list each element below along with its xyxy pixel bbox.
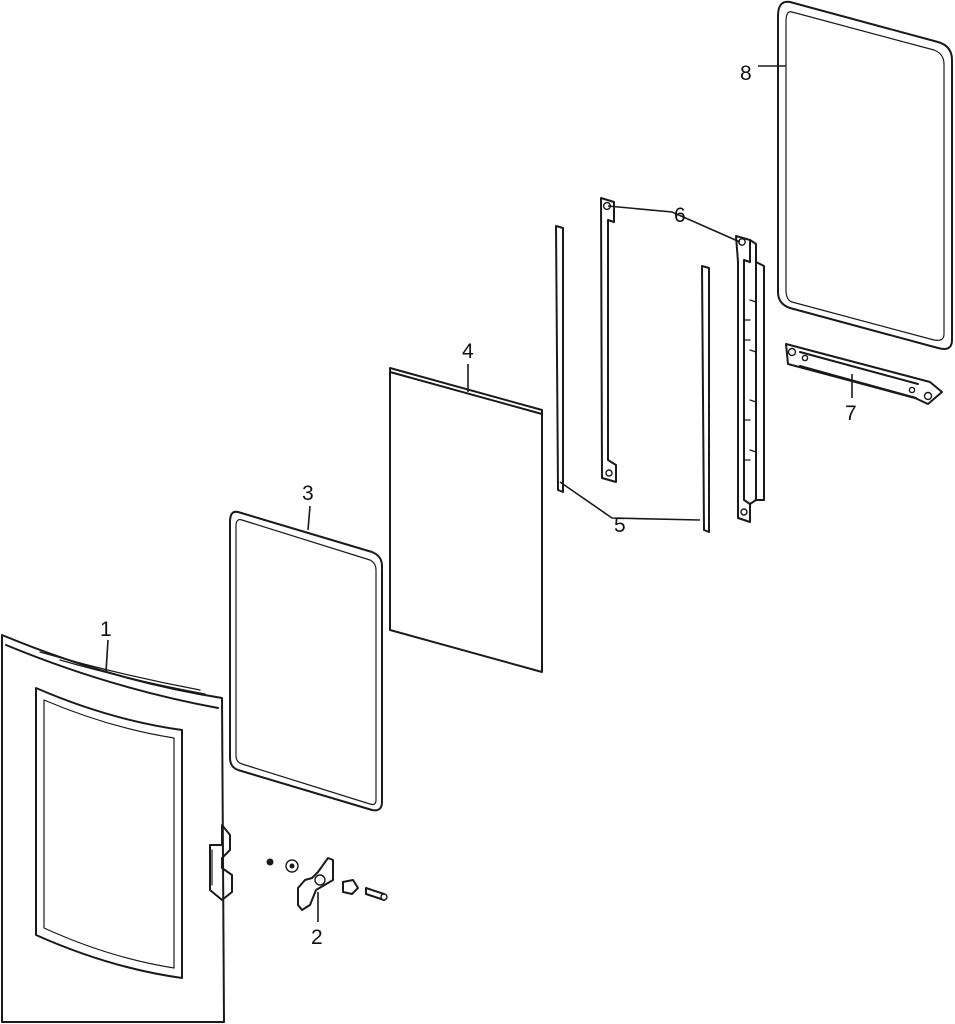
callout-7: 7 — [845, 402, 857, 425]
callout-1: 1 — [100, 618, 112, 641]
callout-labels: 1 2 3 4 5 6 7 8 — [100, 62, 857, 949]
leader-1 — [105, 639, 109, 673]
bottom-bracket — [785, 343, 943, 405]
leader-5 — [559, 481, 701, 521]
door-frame — [1, 634, 233, 1023]
outer-frame — [777, 0, 953, 350]
callout-4: 4 — [462, 340, 474, 363]
callout-5: 5 — [614, 514, 626, 537]
leader-6 — [607, 205, 741, 243]
callout-3: 3 — [302, 482, 314, 505]
leader-3 — [307, 505, 311, 531]
callout-8: 8 — [740, 62, 752, 85]
glass-panel — [389, 367, 543, 673]
inner-gasket-frame — [229, 510, 383, 812]
side-brackets — [600, 197, 765, 523]
callout-2: 2 — [311, 926, 323, 949]
leader-lines — [105, 65, 853, 922]
side-strips — [555, 225, 710, 533]
hinge-assembly — [266, 857, 388, 911]
callout-6: 6 — [674, 204, 686, 227]
